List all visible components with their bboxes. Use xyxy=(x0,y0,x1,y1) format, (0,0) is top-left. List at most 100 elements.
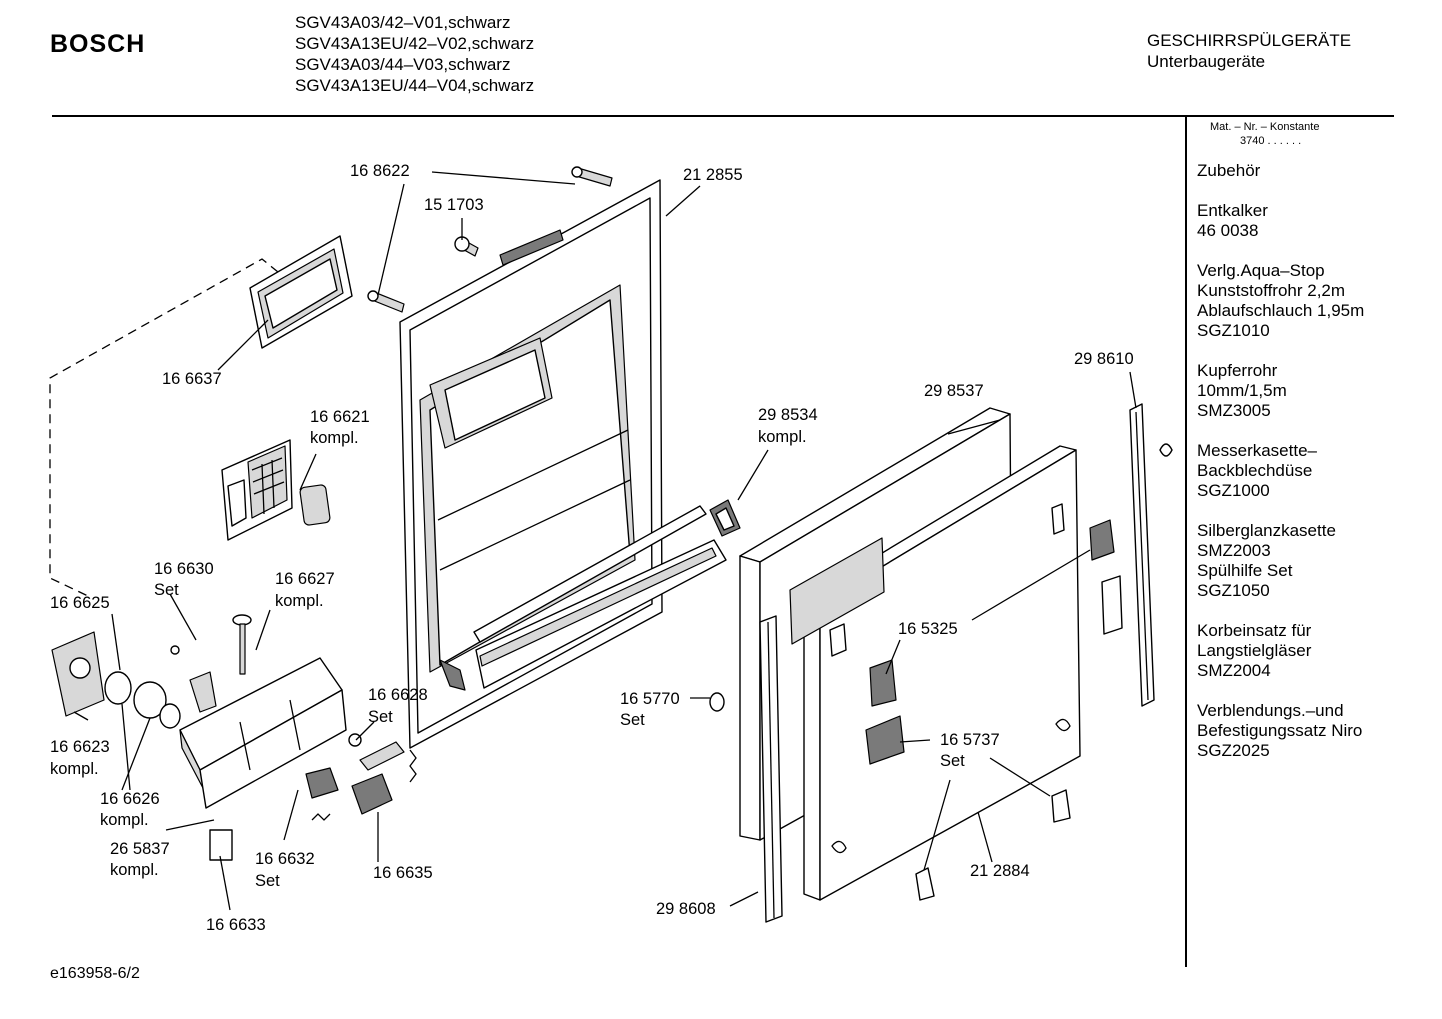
category-subtitle: Unterbaugeräte xyxy=(1147,52,1266,71)
part-ring-seal xyxy=(104,671,181,729)
category-heading: GESCHIRRSPÜLGERÄTE Unterbaugeräte xyxy=(1147,30,1351,72)
part-handle-cap xyxy=(51,631,105,717)
label-166626-kompl: kompl. xyxy=(100,811,149,829)
accessory-line: SMZ2004 xyxy=(1197,661,1271,680)
label-298534-kompl: kompl. xyxy=(758,428,807,446)
label-165737-set: Set xyxy=(940,752,965,770)
accessory-line: Langstielgläser xyxy=(1197,641,1312,660)
material-constant: Mat. – Nr. – Konstante 3740 . . . . . . xyxy=(1210,120,1319,148)
part-screw-top xyxy=(571,166,613,187)
accessory-line: 46 0038 xyxy=(1197,221,1259,240)
part-side-strip-right xyxy=(1129,403,1155,707)
drawing-code: e163958-6/2 xyxy=(50,965,140,982)
model-line: SGV43A03/44–V03,schwarz xyxy=(295,55,511,74)
part-door-latch xyxy=(439,659,466,691)
part-side-clip xyxy=(1159,443,1173,457)
constant-value: 3740 . . . . . . xyxy=(1240,135,1302,147)
accessory-block: Verblendungs.–und Befestigungssatz Niro … xyxy=(1197,701,1437,761)
part-dosing-seal xyxy=(299,484,331,526)
label-265837: 26 5837 xyxy=(110,840,170,858)
part-side-strip-left xyxy=(759,615,783,923)
accessory-line: SGZ1010 xyxy=(1197,321,1270,340)
label-166627: 16 6627 xyxy=(275,570,335,588)
accessory-line: SMZ3005 xyxy=(1197,401,1271,420)
exploded-parts-diagram: 16 8622 21 2855 15 1703 16 6637 16 6621 … xyxy=(49,162,1173,934)
model-line: SGV43A03/42–V01,schwarz xyxy=(295,13,511,32)
part-lever xyxy=(170,645,217,713)
accessory-line: Entkalker xyxy=(1197,201,1268,220)
part-screw-left xyxy=(367,290,405,313)
label-166621-kompl: kompl. xyxy=(310,429,359,447)
constant-label: Mat. – Nr. – Konstante xyxy=(1210,121,1320,133)
label-165770: 16 5770 xyxy=(620,690,680,708)
accessory-block: Zubehör xyxy=(1197,161,1437,181)
accessory-line: Verblendungs.–und xyxy=(1197,701,1344,720)
accessory-block: Korbeinsatz für Langstielgläser SMZ2004 xyxy=(1197,621,1437,681)
header-divider xyxy=(52,115,1394,117)
accessory-line: SGZ2025 xyxy=(1197,741,1270,760)
accessory-line: SGZ1000 xyxy=(1197,481,1270,500)
label-166630-set: Set xyxy=(154,581,179,599)
part-hinge-clip xyxy=(709,499,741,537)
accessory-line: Verlg.Aqua–Stop xyxy=(1197,261,1325,280)
accessory-block: Kupferrohr 10mm/1,5m SMZ3005 xyxy=(1197,361,1437,421)
label-166627-kompl: kompl. xyxy=(275,592,324,610)
model-list: SGV43A03/42–V01,schwarz SGV43A13EU/42–V0… xyxy=(295,12,534,96)
label-166628-set: Set xyxy=(368,708,393,726)
label-166632-set: Set xyxy=(255,872,280,890)
label-165770-set: Set xyxy=(620,711,645,729)
accessory-line: SGZ1050 xyxy=(1197,581,1270,600)
accessory-line: Kunststoffrohr 2,2m xyxy=(1197,281,1346,300)
model-line: SGV43A13EU/44–V04,schwarz xyxy=(295,76,535,95)
accessory-line: Ablaufschlauch 1,95m xyxy=(1197,301,1365,320)
label-298608: 29 8608 xyxy=(656,900,716,918)
label-166621: 16 6621 xyxy=(310,408,370,426)
label-166623: 16 6623 xyxy=(50,738,110,756)
label-166637: 16 6637 xyxy=(162,370,222,388)
part-contact-plate xyxy=(209,829,233,861)
part-screw-small xyxy=(454,236,479,257)
accessory-line: SMZ2003 xyxy=(1197,541,1271,560)
accessory-line: Befestigungssatz Niro xyxy=(1197,721,1363,740)
part-knob xyxy=(232,614,252,675)
label-298537: 29 8537 xyxy=(924,382,984,400)
category-title: GESCHIRRSPÜLGERÄTE xyxy=(1147,31,1352,50)
label-168622: 16 8622 xyxy=(350,162,410,180)
accessory-block: Verlg.Aqua–Stop Kunststoffrohr 2,2m Abla… xyxy=(1197,261,1437,341)
label-166630: 16 6630 xyxy=(154,560,214,578)
part-back-panel xyxy=(789,445,1081,901)
accessory-list: Zubehör Entkalker 46 0038 Verlg.Aqua–Sto… xyxy=(1197,161,1437,781)
sidebar-divider xyxy=(1185,117,1187,967)
label-212855: 21 2855 xyxy=(683,166,743,184)
label-166626: 16 6626 xyxy=(100,790,160,808)
brand-logo: BOSCH xyxy=(50,30,146,58)
part-hinge-middle xyxy=(865,659,905,765)
label-265837-kompl: kompl. xyxy=(110,861,159,879)
label-166628: 16 6628 xyxy=(368,686,428,704)
label-166625: 16 6625 xyxy=(50,594,110,612)
accessory-line: Spülhilfe Set xyxy=(1197,561,1293,580)
accessory-block: Entkalker 46 0038 xyxy=(1197,201,1437,241)
part-plug xyxy=(709,692,725,712)
accessory-line: Silberglanzkasette xyxy=(1197,521,1336,540)
part-springs xyxy=(311,733,417,821)
accessory-block: Messerkasette– Backblechdüse SGZ1000 xyxy=(1197,441,1437,501)
accessory-line: Backblechdüse xyxy=(1197,461,1313,480)
leader-lines xyxy=(73,171,1137,911)
label-166632: 16 6632 xyxy=(255,850,315,868)
label-165737: 16 5737 xyxy=(940,731,1000,749)
accessory-line: Kupferrohr xyxy=(1197,361,1278,380)
part-hinge-upper xyxy=(1089,519,1123,635)
part-control-housing xyxy=(179,657,347,809)
model-line: SGV43A13EU/42–V02,schwarz xyxy=(295,34,535,53)
label-166635: 16 6635 xyxy=(373,864,433,882)
label-166623-kompl: kompl. xyxy=(50,760,99,778)
accessory-line: Korbeinsatz für xyxy=(1197,621,1312,640)
accessory-block: Silberglanzkasette SMZ2003 Spülhilfe Set… xyxy=(1197,521,1437,601)
label-298534: 29 8534 xyxy=(758,406,818,424)
label-166633: 16 6633 xyxy=(206,916,266,934)
label-298610: 29 8610 xyxy=(1074,350,1134,368)
part-switch xyxy=(305,741,405,815)
label-151703: 15 1703 xyxy=(424,196,484,214)
assembly-dashed-line xyxy=(49,258,279,597)
